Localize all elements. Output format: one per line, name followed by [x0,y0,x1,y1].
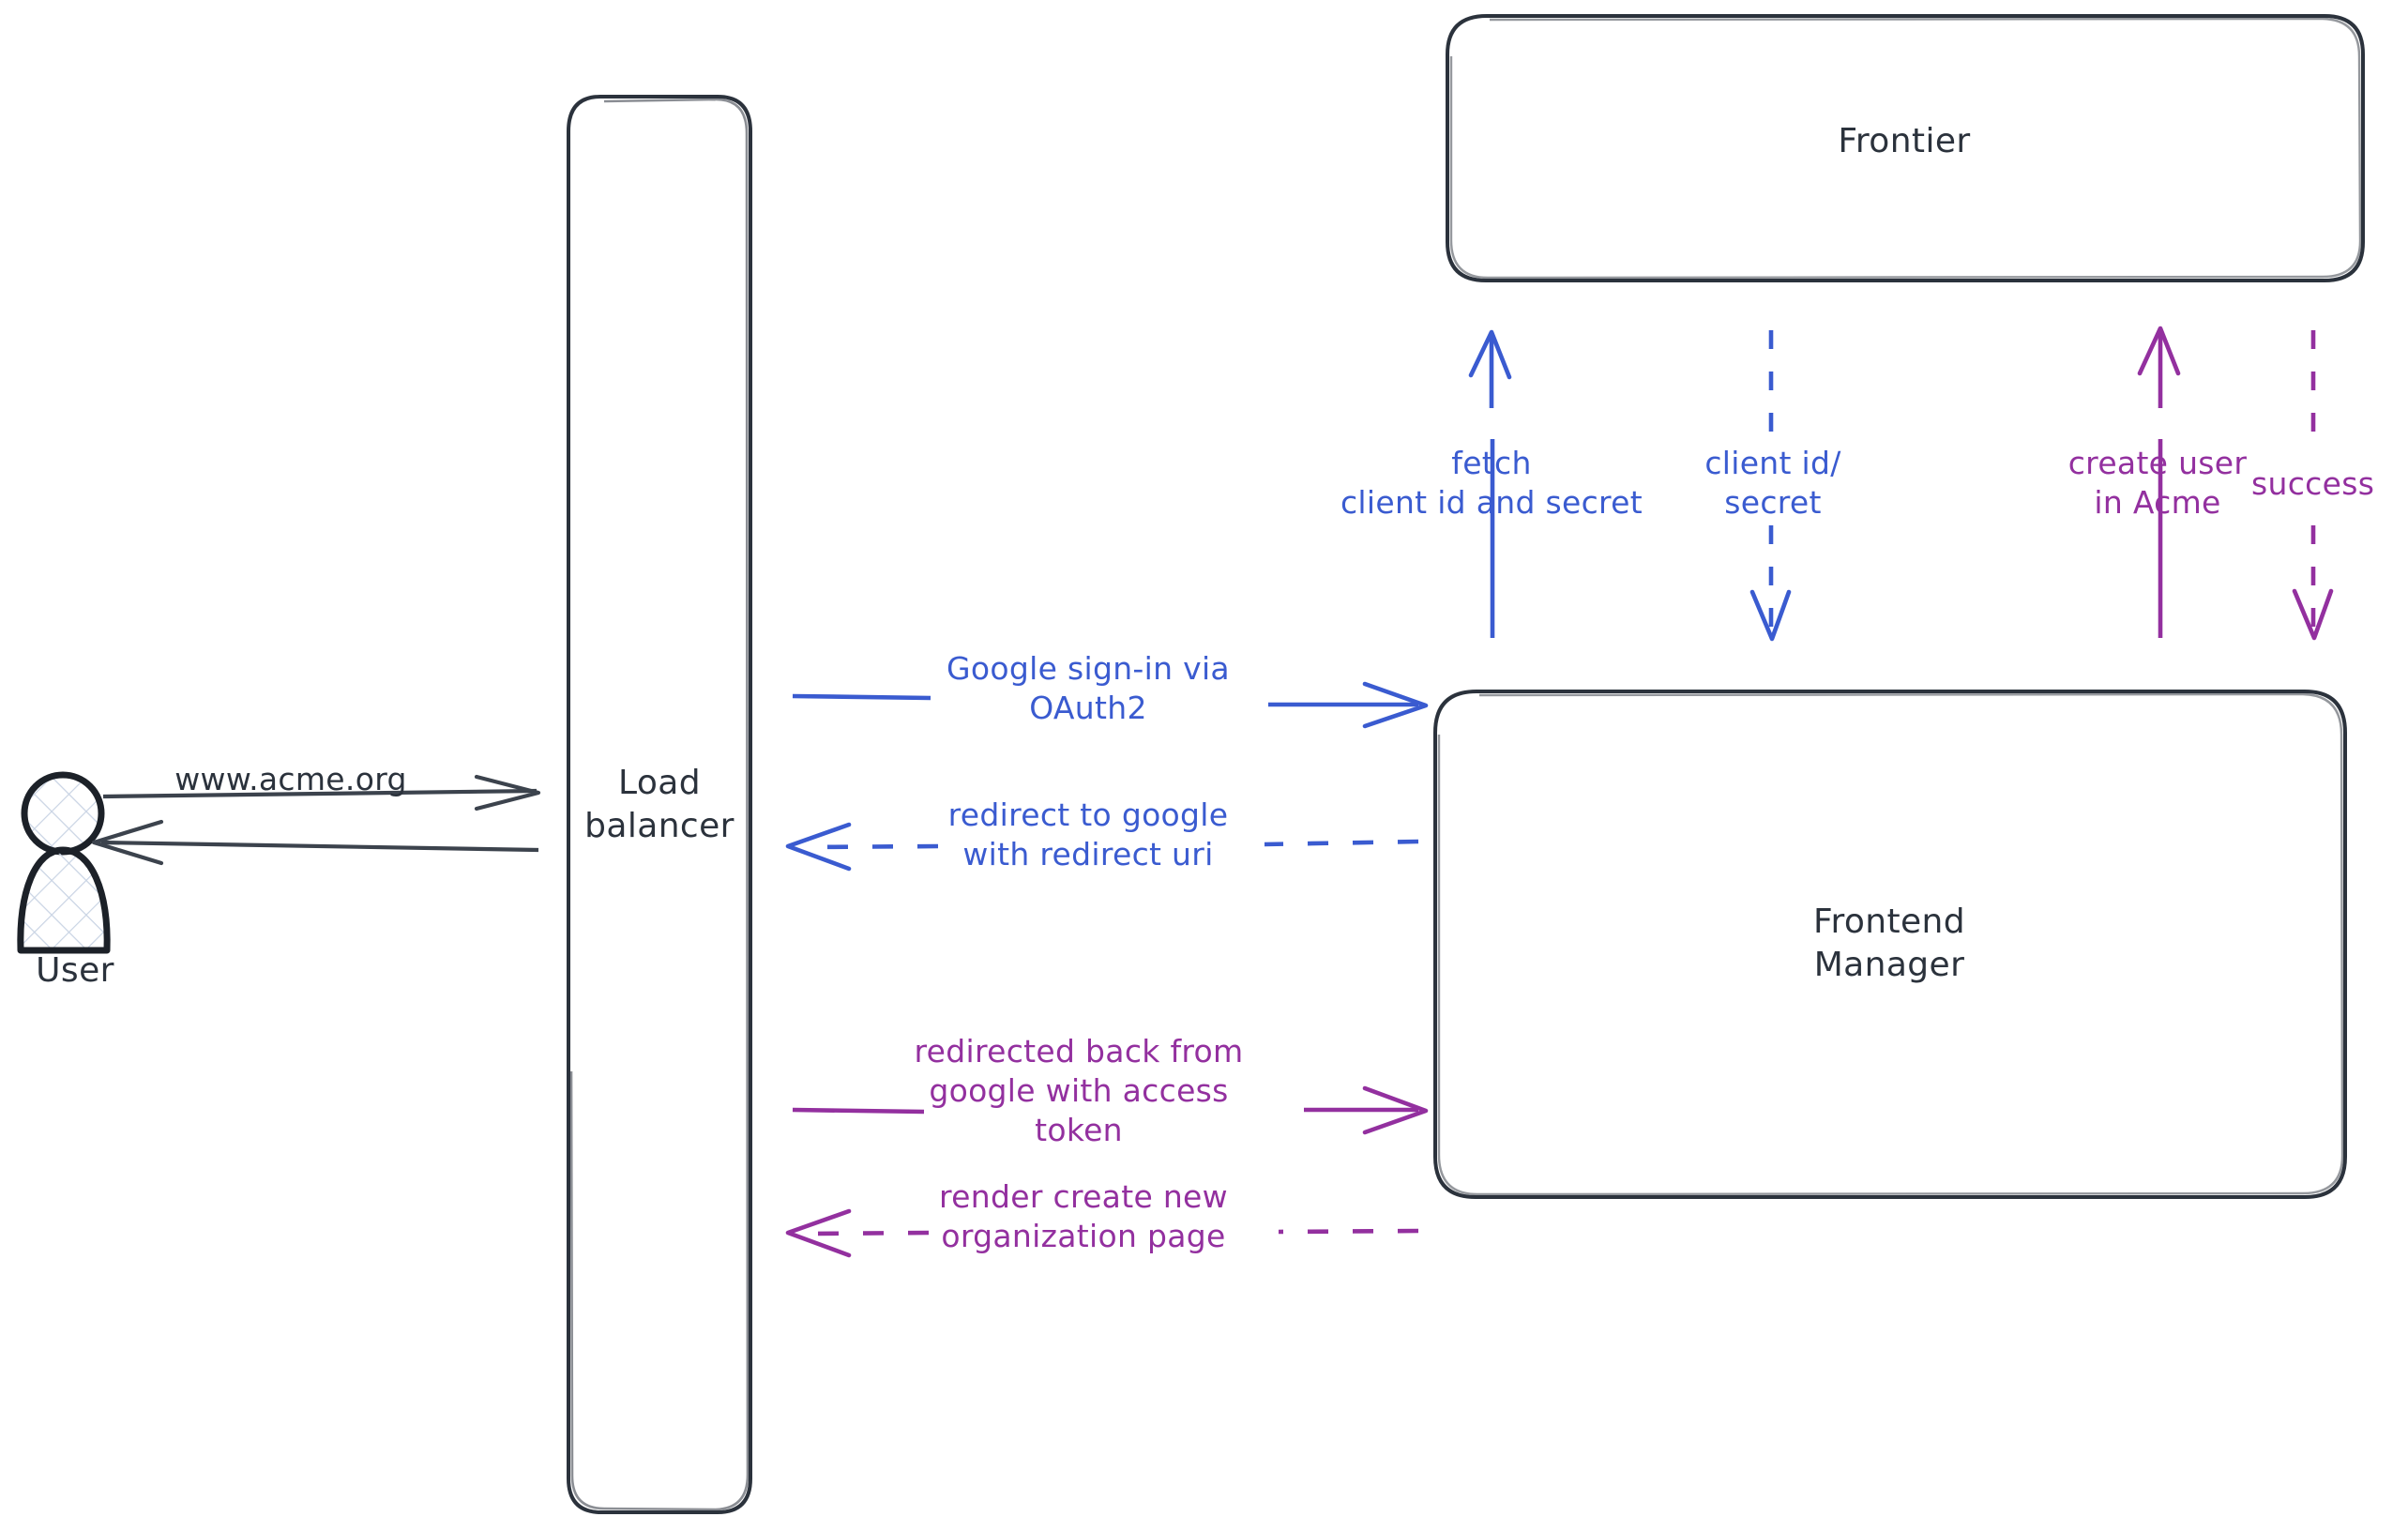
user-actor [17,771,111,954]
edge-create-user-in-acme [2137,326,2181,638]
node-frontier[interactable] [1446,14,2365,282]
node-frontend-manager[interactable] [1433,690,2347,1199]
edge-user-to-lb [102,774,541,812]
edge-google-signin-oauth2 [792,681,1429,729]
node-load-balancer[interactable] [567,95,752,1514]
edge-success [2292,330,2334,641]
edge-fetch-client-id-and-secret [1468,329,1512,638]
edge-lb-to-user [91,819,539,866]
edge-redirected-back-with-token [792,1085,1429,1135]
edge-render-create-org-page [785,1208,1419,1258]
edge-redirect-to-google [785,822,1419,872]
edge-client-id-secret [1749,330,1792,642]
